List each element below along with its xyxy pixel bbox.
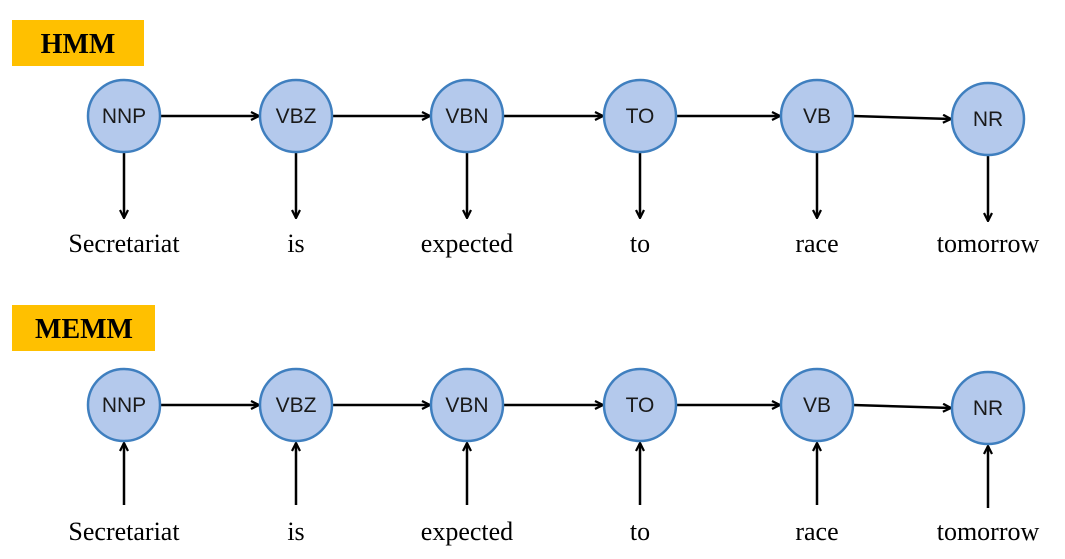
tag-node-label: VBZ [276,394,317,417]
section-hmm: HMM NNP VBZ VBN TO VB NR Secretariat is expected t… [12,20,1039,258]
tag-node-label: VB [803,394,831,417]
word-label: is [287,229,304,258]
tag-node [258,78,334,154]
word-label: expected [421,229,513,258]
tag-node-label: NR [973,108,1003,131]
tag-node-label: VBN [445,105,488,128]
word-label: Secretariat [68,517,180,546]
tag-node [86,78,162,154]
section-label-box [12,305,155,351]
tag-node [602,78,678,154]
word-label: race [795,517,838,546]
tag-node [258,367,334,443]
tag-node [429,78,505,154]
word-label: to [630,229,650,258]
tag-node [429,367,505,443]
tag-node [779,78,855,154]
tag-node-label: VBZ [276,105,317,128]
tag-node [86,367,162,443]
tag-node-label: NR [973,397,1003,420]
word-label: expected [421,517,513,546]
tag-node [602,367,678,443]
section-label: MEMM [35,314,133,345]
tag-node-label: TO [626,105,655,128]
word-label: tomorrow [937,517,1040,546]
word-label: to [630,517,650,546]
word-label: Secretariat [68,229,180,258]
tag-node-label: NNP [102,105,146,128]
transition-arrow [852,116,951,119]
tag-node-label: VBN [445,394,488,417]
tag-node [950,81,1026,157]
tag-node [779,367,855,443]
word-label: tomorrow [937,229,1040,258]
tag-node-label: TO [626,394,655,417]
section-label: HMM [41,29,116,60]
tag-node-label: NNP [102,394,146,417]
word-label: is [287,517,304,546]
word-label: race [795,229,838,258]
tag-node [950,370,1026,446]
tag-node-label: VB [803,105,831,128]
section-label-box [12,20,144,66]
section-memm: MEMM NNP VBZ VBN TO VB NR Secretariat is expected… [12,305,1039,546]
transition-arrow [852,405,951,408]
